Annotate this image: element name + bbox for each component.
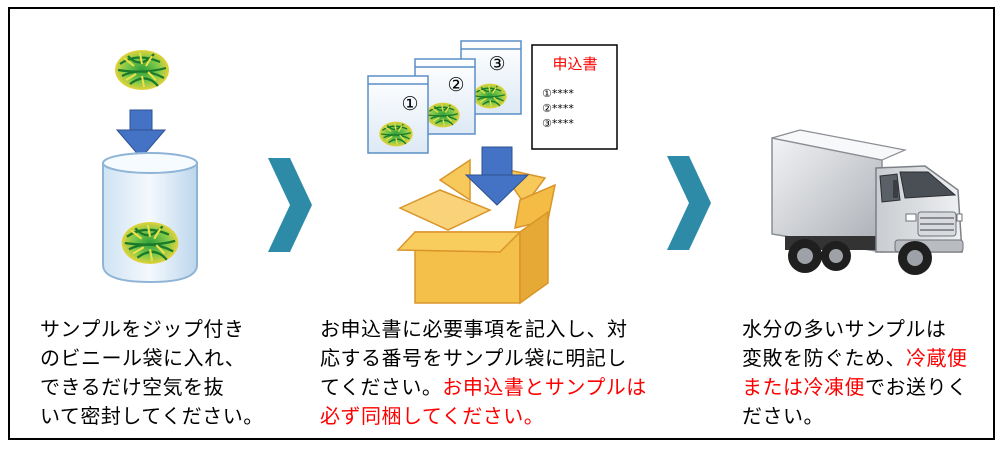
- step3-line-2: 変敗を防ぐため、冷蔵便: [742, 344, 968, 373]
- step3-line-1: 水分の多いサンプルは: [742, 317, 947, 341]
- chevron-right-icon: [268, 158, 312, 252]
- sample-leaves-icon: [113, 48, 171, 92]
- step2-line-1: お申込書に必要事項を記入し、対: [320, 317, 628, 341]
- delivery-truck-icon: [771, 129, 964, 275]
- step2-line-3-red: お申込書とサンプルは: [442, 375, 647, 399]
- application-form: 申込書 ①**** ②**** ③****: [531, 44, 618, 150]
- down-arrow-icon: [464, 146, 530, 206]
- step1-illustration: [102, 48, 198, 284]
- chevron-right-icon: [667, 156, 711, 250]
- step1-caption: サンプルをジップ付き のビニール袋に入れ、 できるだけ空気を抜 いて密封してくだ…: [40, 315, 264, 431]
- step2-illustration: ③ ② ① 申込書 ①**** ②**** ③****: [367, 40, 618, 305]
- form-line-3: ③****: [542, 117, 574, 130]
- step3-line-2-normal: 変敗を防ぐため、: [742, 346, 906, 370]
- sample-bag-1: ①: [367, 75, 429, 154]
- bag-number-2: ②: [447, 74, 464, 96]
- step3-caption: 水分の多いサンプルは 変敗を防ぐため、冷蔵便 または冷凍便でお送りく ださい。: [742, 315, 968, 431]
- bag-number-3: ③: [488, 53, 505, 75]
- step2-line-3-normal: てください。: [320, 375, 443, 399]
- step3-line-2-red: 冷蔵便: [906, 346, 968, 370]
- down-arrow-icon: [115, 109, 167, 159]
- step2-line-4: 必ず同梱してください。: [320, 404, 545, 428]
- step1-line-3: できるだけ空気を抜: [40, 375, 225, 399]
- zip-bag-icon: [102, 152, 198, 284]
- form-line-2: ②****: [542, 102, 574, 115]
- form-line-1: ①****: [542, 87, 574, 100]
- step3-line-3: または冷凍便でお送りく: [742, 373, 968, 402]
- step3-line-3-normal: でお送りく: [865, 375, 968, 399]
- step1-line-4: いて密封してください。: [40, 404, 264, 428]
- step1-line-1: サンプルをジップ付き: [40, 317, 245, 341]
- cardboard-box-icon: [396, 158, 557, 305]
- step3-line-4: ださい。: [742, 404, 824, 428]
- step2-line-3: てください。お申込書とサンプルは: [320, 373, 647, 402]
- step2-line-2: 応する番号をサンプル袋に明記し: [320, 346, 627, 370]
- form-title: 申込書: [552, 55, 597, 73]
- step1-line-2: のビニール袋に入れ、: [40, 346, 246, 370]
- bag-number-1: ①: [401, 93, 418, 115]
- step2-caption: お申込書に必要事項を記入し、対 応する番号をサンプル袋に明記し てください。お申…: [320, 315, 647, 431]
- step3-line-3-red: または冷凍便: [742, 375, 865, 399]
